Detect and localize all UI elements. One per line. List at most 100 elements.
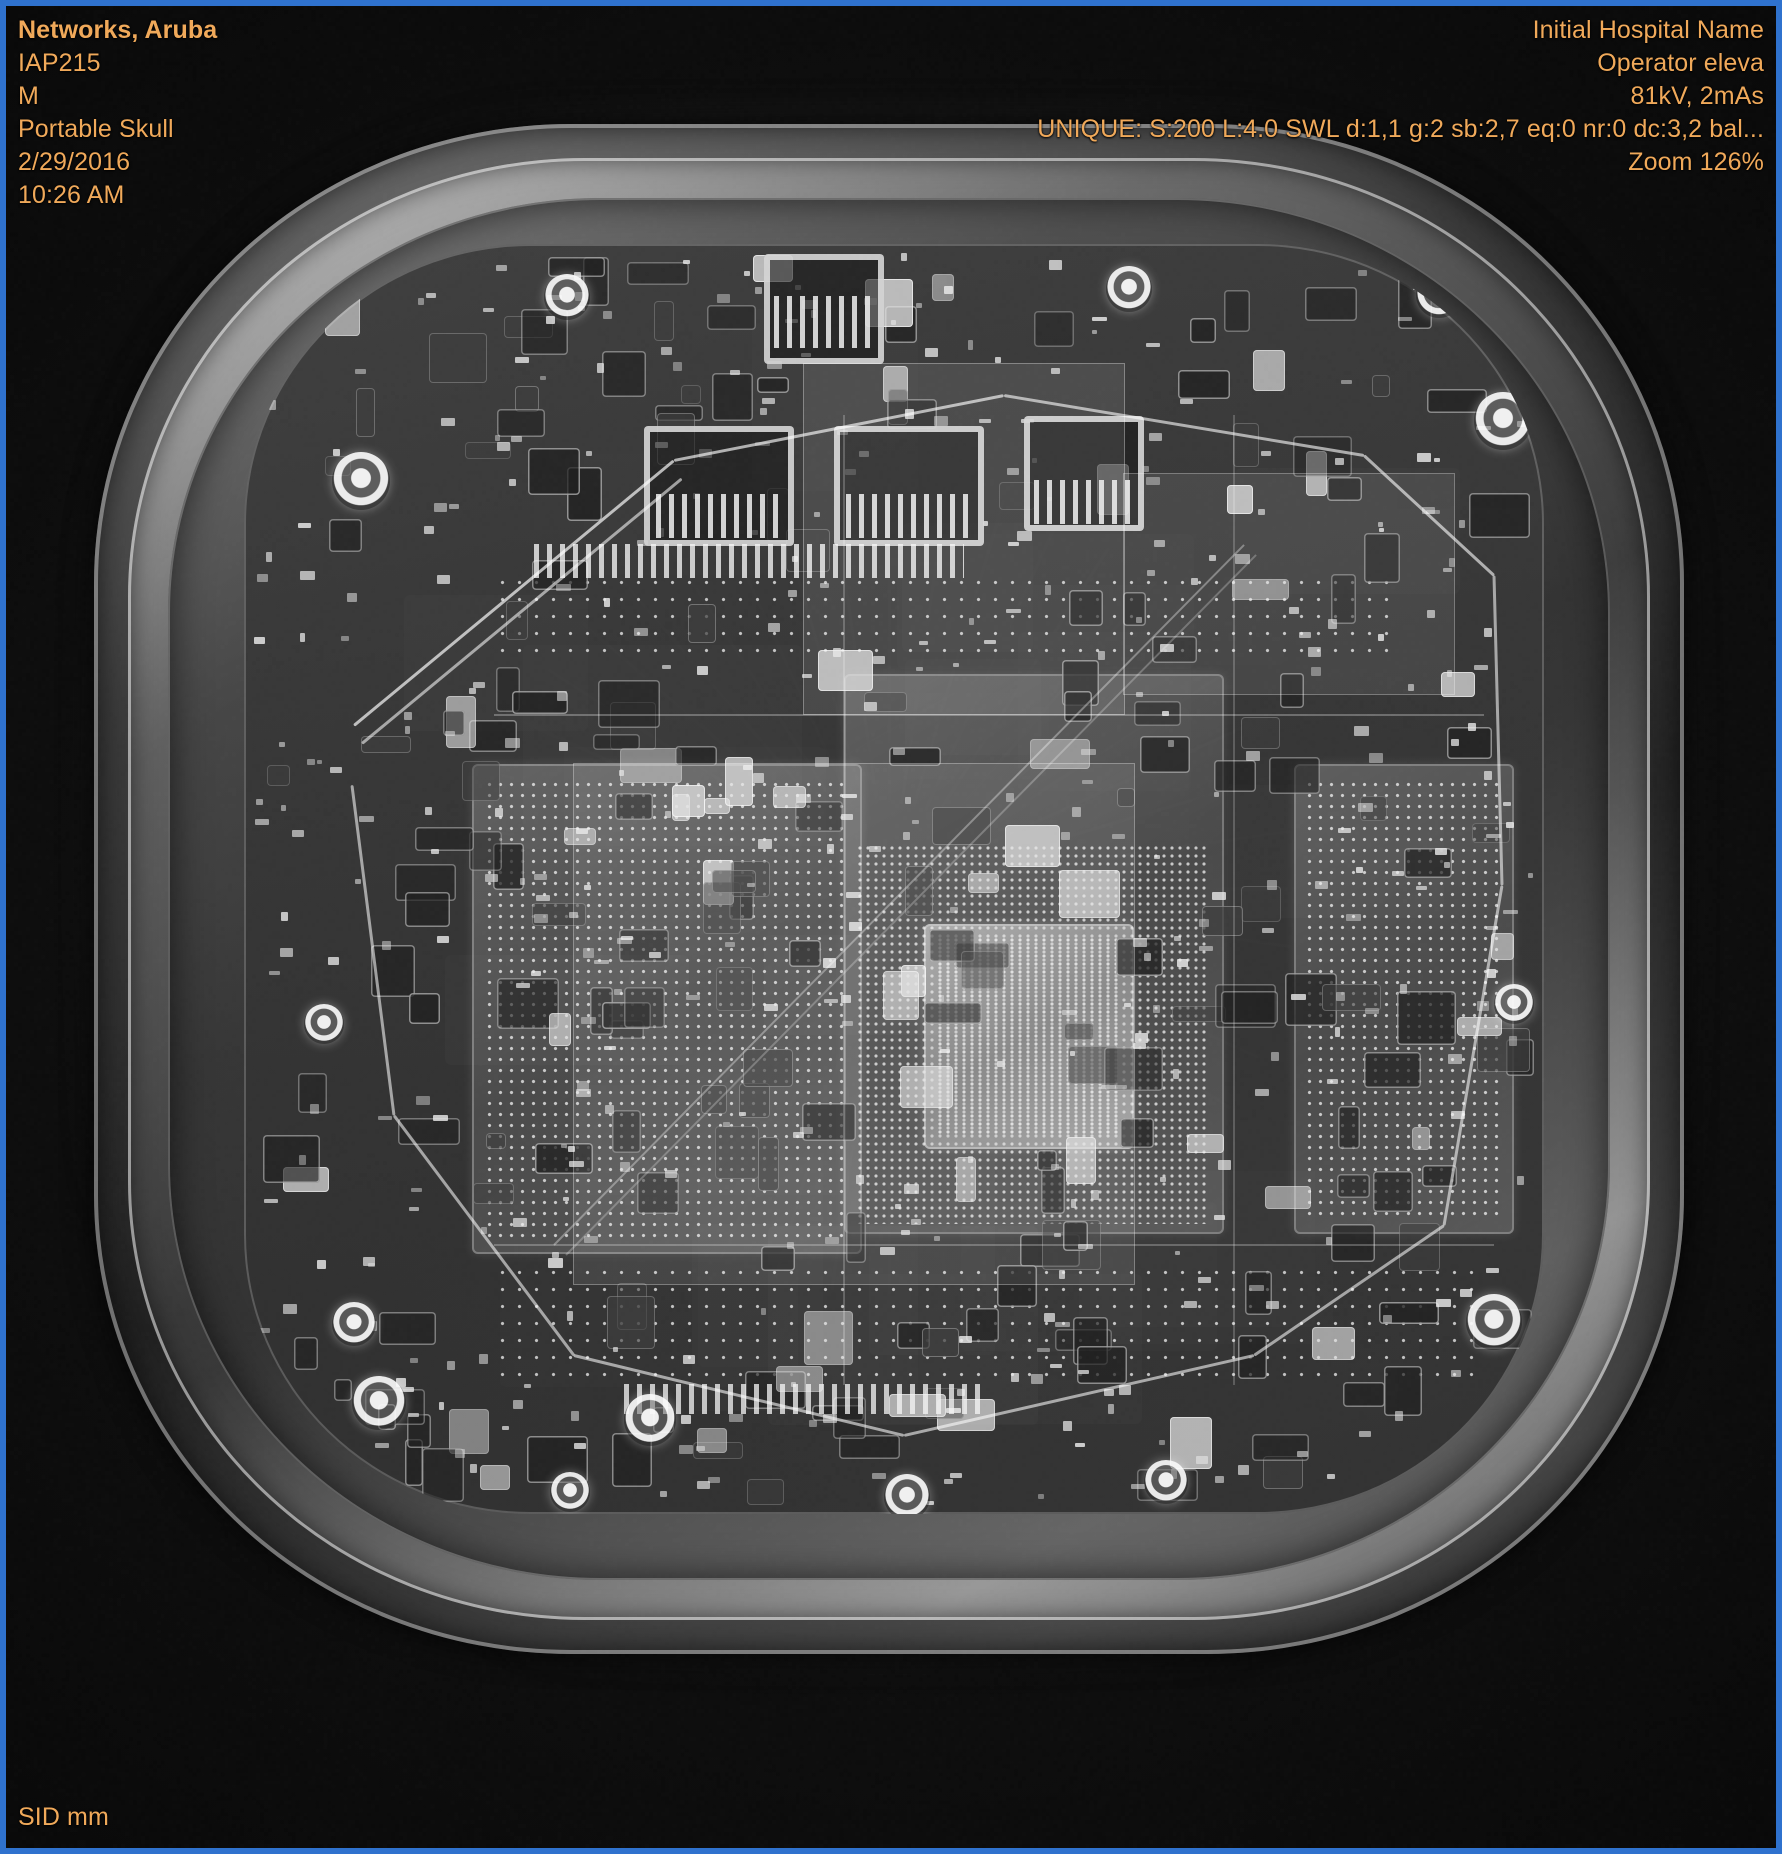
mounting-boss [1466, 1294, 1522, 1350]
chip-passive [433, 1115, 448, 1121]
mounting-boss [550, 1472, 590, 1512]
chip-passive [1297, 1451, 1308, 1457]
chip-passive [1214, 792, 1219, 797]
chip-passive [425, 807, 432, 815]
mounting-boss [304, 1004, 344, 1044]
chip-passive [1175, 1251, 1180, 1255]
chip-passive [1184, 1301, 1197, 1308]
chip-passive [431, 849, 439, 854]
pcb-component [1312, 1327, 1355, 1360]
pcb-component [712, 373, 753, 421]
chip-passive [567, 1311, 573, 1321]
pcb-component [480, 1465, 510, 1490]
pcb-component [405, 892, 450, 927]
chip-passive [1173, 1069, 1179, 1079]
chip-passive [1255, 1089, 1269, 1096]
pcb-component [1337, 1174, 1370, 1198]
chip-passive [281, 805, 286, 811]
chip-passive [1484, 771, 1492, 780]
chip-passive [445, 731, 455, 736]
chip-passive [266, 552, 272, 562]
mounting-boss [332, 452, 390, 510]
chip-passive [1199, 919, 1209, 927]
printed-circuit-board [244, 244, 1544, 1514]
chip-passive [1416, 886, 1427, 890]
pcb-component [1372, 375, 1390, 397]
pcb-component [1178, 370, 1230, 399]
pcb-component [549, 1013, 571, 1046]
chip-passive [1459, 520, 1465, 528]
pcb-component [1364, 1052, 1421, 1088]
chip-passive [1031, 1374, 1043, 1384]
chip-passive [717, 294, 730, 303]
chip-passive [505, 738, 520, 748]
chip-passive [1044, 1313, 1055, 1322]
chip-passive [744, 271, 750, 276]
pcb-component [627, 262, 689, 285]
chip-passive [604, 598, 610, 607]
pcb-component [334, 1379, 352, 1401]
pcb-component [473, 1183, 514, 1204]
pcb-component [1331, 1224, 1375, 1262]
chip-passive [341, 636, 349, 641]
chip-passive [1383, 1315, 1392, 1323]
chip-passive [310, 1104, 319, 1114]
chip-passive [661, 347, 672, 355]
chip-passive [1435, 848, 1447, 855]
mounting-boss [1474, 392, 1532, 450]
pcb-component [1221, 991, 1278, 1024]
chip-passive [1338, 828, 1351, 833]
chip-passive [534, 874, 547, 880]
mounting-boss [624, 1394, 676, 1446]
pcb-component [607, 1296, 655, 1349]
pcb-component [1233, 423, 1259, 467]
pcb-component [1412, 1127, 1430, 1150]
chip-passive [1495, 1483, 1506, 1489]
chip-passive [1400, 984, 1407, 994]
chip-passive [768, 623, 780, 632]
chip-passive [375, 1443, 389, 1448]
mounting-boss [1494, 984, 1534, 1024]
pcb-component [593, 734, 640, 750]
chip-passive [513, 1218, 527, 1227]
chip-passive [1451, 1370, 1461, 1377]
chip-passive [1149, 433, 1162, 441]
chip-passive [944, 286, 953, 294]
chip-passive [404, 712, 412, 720]
pcb-component [675, 746, 717, 766]
chip-passive [546, 316, 555, 324]
pcb-component [1343, 1382, 1385, 1407]
chip-passive [509, 479, 516, 486]
chip-passive [299, 1155, 306, 1165]
chip-passive [416, 1096, 430, 1105]
chip-passive [1463, 1441, 1470, 1450]
chip-passive [1212, 892, 1226, 900]
chip-passive [944, 1479, 953, 1484]
chip-passive [1503, 910, 1518, 914]
pcb-component [267, 765, 290, 786]
chip-passive [348, 251, 354, 257]
chip-passive [269, 400, 276, 410]
chip-passive [1517, 1176, 1524, 1185]
chip-passive [437, 575, 450, 584]
chip-passive [470, 1464, 477, 1473]
mounting-boss [332, 1302, 376, 1346]
mounting-boss [1106, 266, 1152, 312]
chip-passive [950, 1473, 962, 1478]
chip-passive [574, 1443, 586, 1449]
xray-image[interactable] [6, 6, 1776, 1848]
chip-passive [613, 1347, 618, 1352]
chip-passive [483, 308, 494, 312]
pcb-component [1305, 287, 1357, 321]
pcb-component [1269, 757, 1320, 794]
pcb-component [497, 409, 545, 437]
mounting-boss [544, 274, 590, 320]
chip-passive [563, 1197, 569, 1201]
pcb-component [294, 1337, 318, 1370]
pcb-component [528, 448, 580, 495]
chip-passive [1160, 1177, 1166, 1182]
chip-passive [1154, 855, 1160, 859]
chip-passive [408, 1413, 419, 1417]
chip-passive [279, 742, 285, 747]
